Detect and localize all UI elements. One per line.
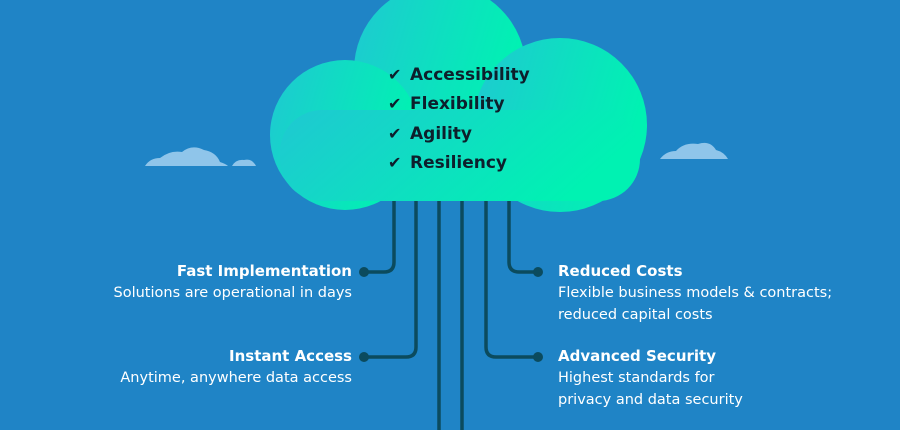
benefit-fast-implementation: Fast Implementation Solutions are operat… xyxy=(114,260,353,304)
benefit-description-line1: Flexible business models & contracts; xyxy=(558,285,833,301)
small-cloud-left xyxy=(145,147,256,166)
benefit-reduced-costs: Reduced Costs Flexible business models &… xyxy=(558,260,832,326)
checklist-item: ✔ Resiliency xyxy=(388,148,568,177)
benefit-description-line1: Highest standards for xyxy=(558,370,715,386)
checklist-label: Resiliency xyxy=(410,152,508,173)
check-icon: ✔ xyxy=(388,152,402,172)
checklist-item: ✔ Flexibility xyxy=(388,89,568,118)
small-cloud-right xyxy=(660,142,728,159)
benefit-title: Fast Implementation xyxy=(176,262,352,280)
connector-dots xyxy=(359,267,543,362)
benefit-title: Reduced Costs xyxy=(558,262,683,280)
benefit-advanced-security: Advanced Security Highest standards for … xyxy=(558,345,743,411)
checklist-label: Flexibility xyxy=(410,94,505,115)
check-icon: ✔ xyxy=(388,94,402,114)
checklist-label: Accessibility xyxy=(410,65,530,85)
main-cloud xyxy=(270,0,647,212)
connector-fast-implementation xyxy=(366,195,396,274)
benefit-description: Solutions are operational in days xyxy=(113,285,353,301)
benefit-description: Anytime, anywhere data access xyxy=(120,370,352,386)
connector-lines xyxy=(366,195,536,430)
dot-fast-implementation xyxy=(359,267,369,277)
cloud-checklist: ✔ Accessibility ✔ Flexibility ✔ Agility ✔ Re… xyxy=(388,60,568,177)
connector-instant-access xyxy=(366,195,418,359)
dot-instant-access xyxy=(359,352,369,362)
benefit-title: Advanced Security xyxy=(558,347,716,365)
connector-reduced-costs xyxy=(507,195,536,274)
benefit-title: Instant Access xyxy=(229,347,352,365)
dot-reduced-costs xyxy=(533,267,543,277)
checklist-item: ✔ Agility xyxy=(388,119,568,148)
benefit-instant-access: Instant Access Anytime, anywhere data ac… xyxy=(120,345,352,389)
benefit-description-line2: reduced capital costs xyxy=(558,307,713,323)
connector-advanced-security xyxy=(484,195,536,359)
checklist-item: ✔ Accessibility xyxy=(388,60,568,89)
benefit-description-line2: privacy and data security xyxy=(558,392,743,408)
check-icon: ✔ xyxy=(388,65,402,84)
check-icon: ✔ xyxy=(388,123,402,143)
dot-advanced-security xyxy=(533,352,543,362)
checklist-label: Agility xyxy=(410,123,473,144)
